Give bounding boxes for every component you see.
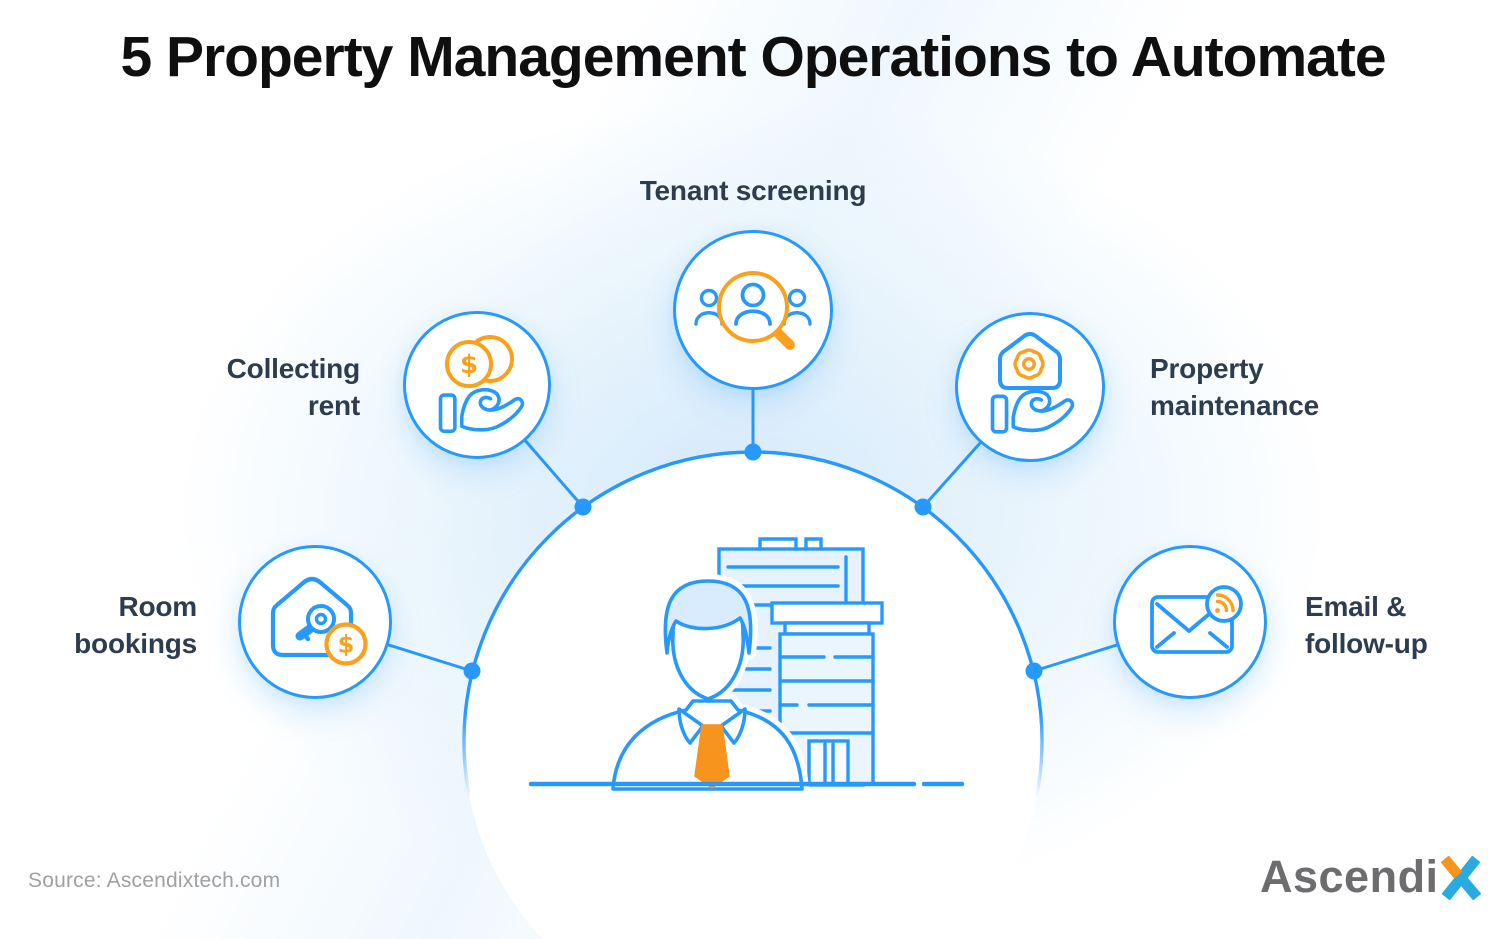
ascendix-logo-text: Ascendi xyxy=(1260,851,1439,902)
property-manager-illustration xyxy=(611,579,804,791)
label-line: rent xyxy=(307,390,360,421)
house-key-dollar-coin-icon: $ xyxy=(270,576,368,666)
person-collar-left xyxy=(677,707,705,745)
node-circle-email-follow-up xyxy=(1113,545,1267,699)
connector-dot xyxy=(463,662,481,680)
connector-dots xyxy=(463,443,1043,680)
coins-in-hand-icon: $ xyxy=(438,335,525,434)
node-label-property-maintenance: Property maintenance xyxy=(1150,350,1450,424)
label-line: Property xyxy=(1150,353,1264,384)
label-line: bookings xyxy=(74,628,197,659)
node-label-room-bookings: Room bookings xyxy=(17,588,197,662)
ascendix-x-mark-icon xyxy=(1440,855,1481,901)
person-tie xyxy=(694,724,730,789)
label-line: Room xyxy=(118,591,197,622)
node-circle-room-bookings: $ xyxy=(238,545,392,699)
person-collar-right xyxy=(719,707,747,745)
people-search-magnifier-icon xyxy=(694,271,812,350)
node-label-collecting-rent: Collecting rent xyxy=(120,350,361,424)
node-label-email-follow-up: Email & follow-up xyxy=(1305,588,1506,662)
house-gear-in-hand-icon xyxy=(990,332,1075,434)
page-title: 5 Property Management Operations to Auto… xyxy=(120,25,1386,89)
label-line: Email & xyxy=(1305,591,1407,622)
label-line: maintenance xyxy=(1150,390,1319,421)
connector-dot xyxy=(574,498,592,516)
ascendix-x-mark: X xyxy=(1440,855,1481,905)
ascendix-logo: Ascendi X xyxy=(1260,853,1481,905)
node-circle-tenant-screening xyxy=(673,230,833,390)
node-circle-collecting-rent: $ xyxy=(403,311,551,459)
label-line: Tenant screening xyxy=(639,175,867,206)
label-line: follow-up xyxy=(1305,628,1428,659)
node-circle-property-maintenance xyxy=(955,312,1105,462)
source-credit: Source: Ascendixtech.com xyxy=(28,869,281,892)
node-label-tenant-screening: Tenant screening xyxy=(503,172,1003,209)
envelope-notification-icon xyxy=(1150,585,1243,654)
label-line: Collecting xyxy=(226,353,361,384)
dollar-sign: $ xyxy=(460,350,478,380)
person-hair xyxy=(663,579,753,655)
connector-dot xyxy=(744,443,762,461)
center-illustration xyxy=(528,537,965,796)
connector-dot xyxy=(914,498,932,516)
connector-dot xyxy=(1025,662,1043,680)
dollar-sign: $ xyxy=(338,631,355,659)
